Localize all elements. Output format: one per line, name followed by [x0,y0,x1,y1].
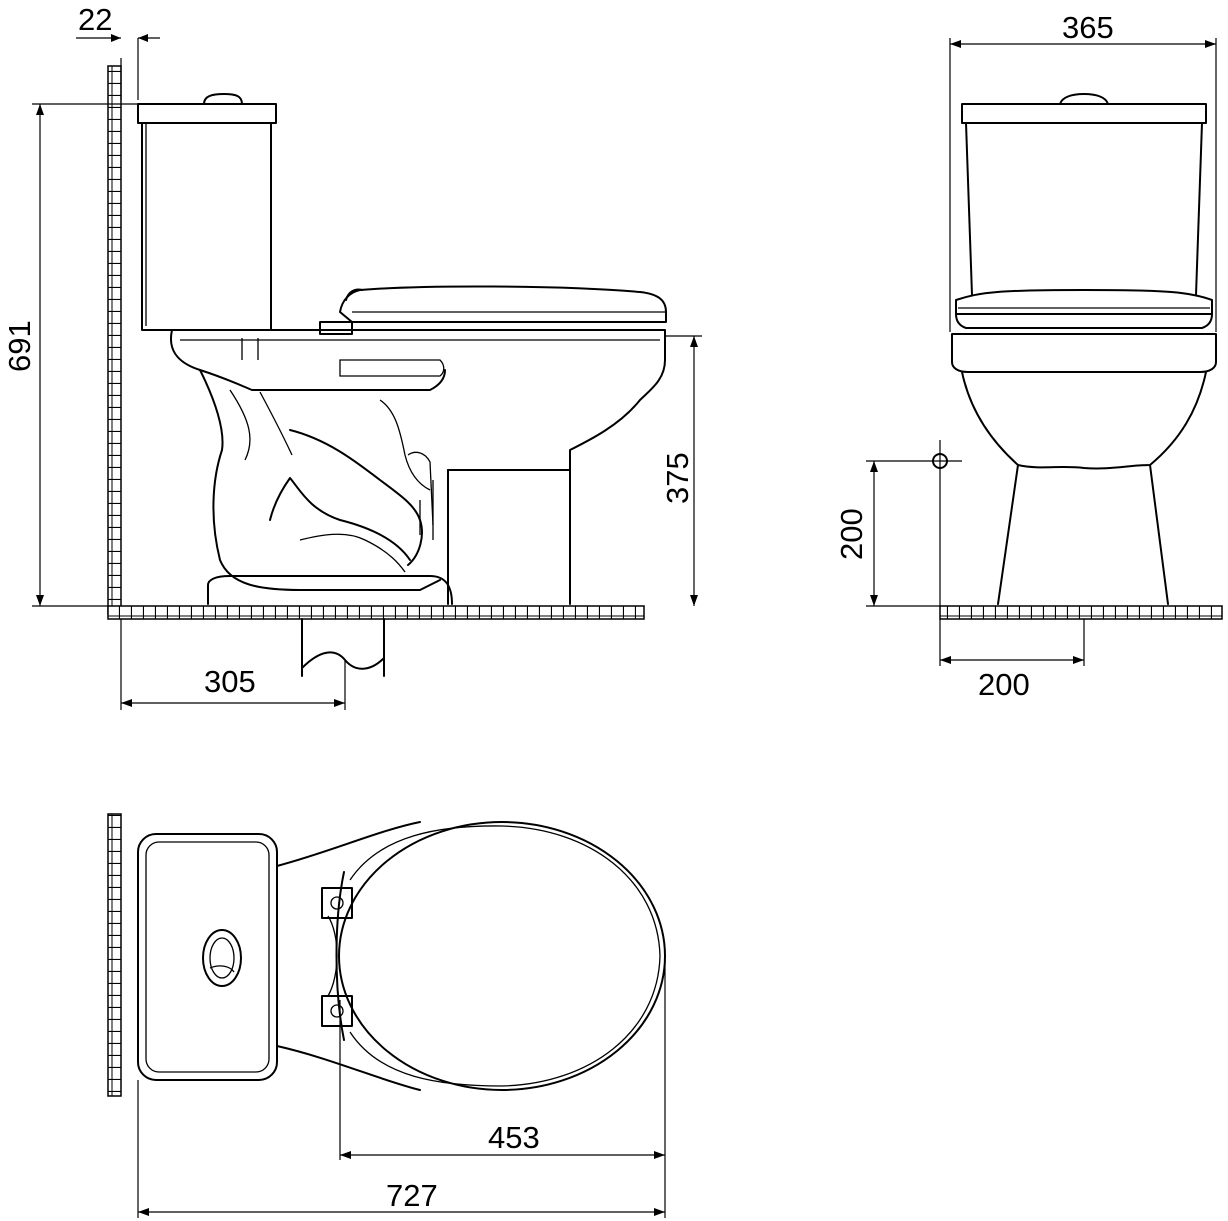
dim-seat-height: 375 [660,335,702,606]
front-seat [951,289,1217,373]
front-bowl [961,371,1207,605]
hinge-top [321,887,353,919]
dim-outlet-distance-label: 305 [204,664,256,699]
dim-wall-offset: 22 [76,2,160,100]
top-view: 453 727 [107,813,666,1218]
flush-button [202,929,242,987]
dim-outlet-distance: 305 [120,619,346,710]
dim-total-length: 727 [137,1080,666,1218]
dim-bowl-length: 453 [339,960,666,1160]
dim-total-height-label: 691 [2,320,37,372]
drain-pipe [301,618,385,677]
dim-seat-height-label: 375 [660,452,695,504]
side-view: 22 691 375 305 [2,2,702,710]
top-bowl [276,821,666,1091]
hinge-bottom [321,995,353,1027]
dim-inlet-height: 200 [834,461,940,607]
top-tank [137,833,278,1081]
dim-wall-offset-label: 22 [78,2,112,37]
inlet-marker [866,440,962,606]
dim-total-length-label: 727 [386,1178,438,1213]
top-wall [107,813,122,1097]
side-seat [319,285,667,377]
side-floor [107,605,645,620]
front-floor [939,605,1223,620]
dim-front-width-label: 365 [1062,10,1114,45]
front-tank [961,93,1207,296]
front-view: 365 200 200 [834,10,1223,702]
side-tank [137,93,277,331]
side-bowl [170,329,666,605]
dim-front-width: 365 [949,10,1217,332]
dim-total-height: 691 [2,103,140,607]
side-wall [107,65,122,615]
dim-inlet-height-label: 200 [834,508,869,560]
dim-bowl-length-label: 453 [488,1120,540,1155]
dim-inlet-offset-label: 200 [978,667,1030,702]
dim-inlet-offset: 200 [939,619,1085,702]
